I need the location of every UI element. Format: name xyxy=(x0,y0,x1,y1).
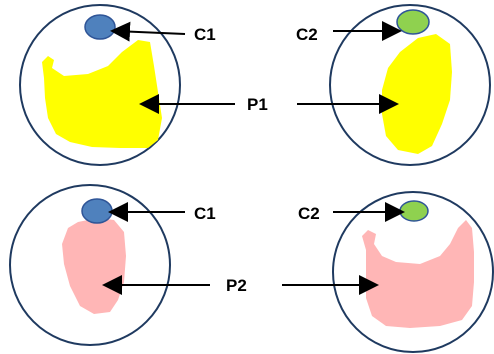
small-circle-c2 xyxy=(396,9,430,35)
small-circle-c2 xyxy=(399,200,429,222)
arrows xyxy=(102,21,405,295)
small-circle-c1 xyxy=(84,14,116,40)
large-circle xyxy=(332,191,494,353)
pink-region-p2 xyxy=(62,218,126,314)
small-circle-c1 xyxy=(81,198,113,224)
panel-bottom-right xyxy=(332,191,494,353)
label-c1-bottom: C1 xyxy=(194,204,216,223)
pink-region-p2 xyxy=(362,220,474,328)
panel-bottom-left xyxy=(9,184,171,346)
label-c2-bottom: C2 xyxy=(298,204,320,223)
large-circle xyxy=(9,184,171,346)
panel-top-right xyxy=(329,4,491,166)
large-circle xyxy=(329,4,491,166)
arrow-c1-top xyxy=(110,21,186,42)
panel-top-left xyxy=(19,4,181,166)
label-c2-top: C2 xyxy=(296,25,318,44)
large-circle xyxy=(19,4,181,166)
yellow-region-p1 xyxy=(42,40,162,148)
label-p1: P1 xyxy=(247,95,268,114)
yellow-region-p1 xyxy=(382,34,452,154)
label-c1-top: C1 xyxy=(194,25,216,44)
label-p2: P2 xyxy=(226,276,247,295)
